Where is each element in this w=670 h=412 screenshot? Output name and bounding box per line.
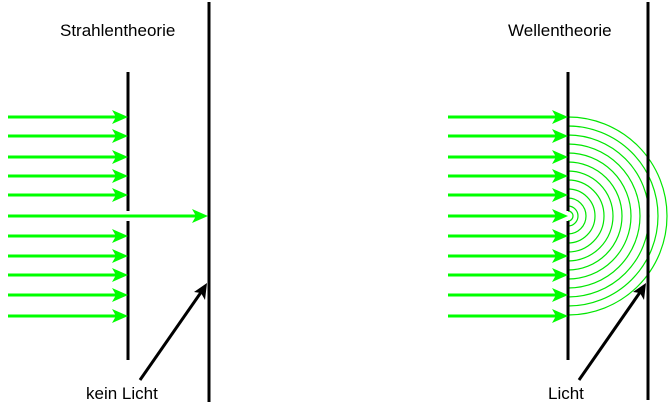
- ray-theory-caption: kein Licht: [86, 384, 158, 403]
- pointer-arrow: [138, 287, 206, 381]
- pointer-arrowhead: [633, 283, 646, 300]
- wave-theory-diagram: [448, 2, 668, 400]
- pointer-arrow: [577, 287, 645, 381]
- pointer-arrowhead: [194, 283, 207, 300]
- ray-theory-diagram: [8, 2, 211, 402]
- light-rays: [8, 110, 208, 323]
- ray-theory-title: Strahlentheorie: [60, 21, 176, 40]
- wave-theory-caption: Licht: [548, 384, 584, 403]
- diffraction-waves: [567, 116, 668, 316]
- wave-theory-title: Wellentheorie: [508, 21, 612, 40]
- light-rays: [448, 110, 568, 323]
